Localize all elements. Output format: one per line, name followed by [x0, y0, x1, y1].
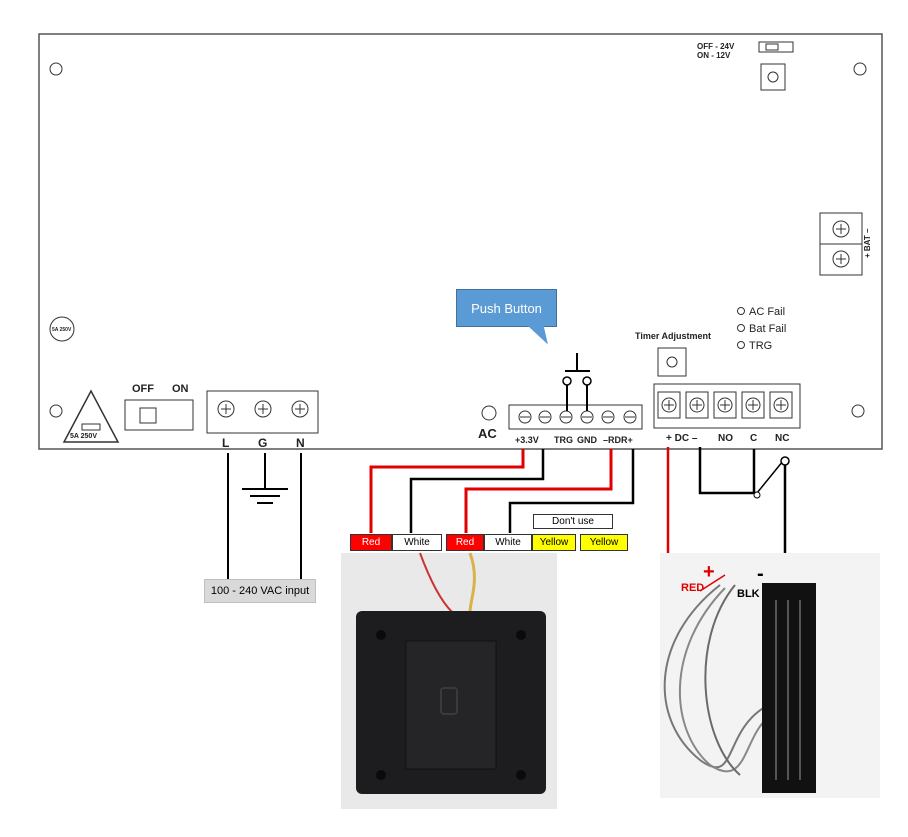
ac-screws [217, 400, 309, 418]
timer-label: Timer Adjustment [635, 331, 711, 341]
screw-icon [832, 220, 850, 238]
card-icon [440, 687, 458, 715]
power-switch-toggle [139, 407, 157, 424]
dont-use-label: Don't use [533, 514, 613, 529]
led-icon [737, 341, 745, 349]
mount-hole [851, 404, 865, 418]
wire-tag: Yellow [580, 534, 628, 551]
push-button-callout: Push Button [456, 289, 557, 327]
switch-off-label: OFF [132, 383, 154, 395]
screw-icon [832, 250, 850, 268]
output-screws [657, 391, 793, 419]
reader-screws [518, 410, 637, 424]
led-icon [737, 307, 745, 315]
push-button-contact [582, 376, 592, 386]
reader-label-33v: +3.3V [515, 435, 539, 445]
lock-red-label: RED [681, 582, 704, 594]
fuse-marking [49, 316, 75, 342]
dip-socket [760, 63, 786, 91]
dip-screw-icon [767, 71, 779, 83]
maglock-image [660, 553, 880, 798]
led-bat-fail: Bat Fail [749, 323, 786, 335]
lock-blk-label: BLK [737, 588, 760, 600]
fuse-small-label: 5A 250V [52, 327, 72, 333]
fuse-triangle-label: 5A 250V [70, 433, 97, 440]
timer-potentiometer [657, 347, 687, 377]
led-icon [737, 324, 745, 332]
ac-label-g: G [258, 436, 267, 450]
reader-label-gnd: GND [577, 435, 598, 445]
ac-hole [481, 405, 497, 421]
control-board [38, 33, 883, 450]
output-label-no: NO [718, 433, 733, 444]
lock-wires [666, 447, 790, 565]
ac-input-label: 100 - 240 VAC input [204, 579, 316, 603]
reader-label-rdr: –RDR+ [603, 435, 633, 445]
lock-minus-label: - [757, 563, 764, 585]
fuse-warning-icon [62, 389, 120, 443]
wire-tag: White [392, 534, 442, 551]
wire-tag: Yellow [532, 534, 576, 551]
timer-screw-icon [666, 356, 678, 368]
dip-switch-knob [765, 43, 779, 51]
reader-wires [369, 449, 635, 533]
mount-hole [49, 404, 63, 418]
ac-wires [227, 453, 302, 579]
output-label-nc: NC [775, 433, 789, 444]
ac-label-n: N [296, 436, 305, 450]
led-ac-fail: AC Fail [749, 306, 785, 318]
dip-text-2: ON - 12V [697, 51, 731, 60]
power-switch [124, 399, 194, 431]
card-reader-image [341, 552, 557, 809]
mount-hole [49, 62, 63, 76]
wire-tag: Red [350, 534, 392, 551]
output-label-c: C [750, 433, 757, 444]
battery-label: + BAT – [863, 228, 872, 258]
ac-label: AC [478, 426, 497, 441]
switch-on-label: ON [172, 383, 189, 395]
wire-tag: White [484, 534, 532, 551]
output-terminal-block [653, 383, 801, 429]
lock-plus-label: + [703, 561, 715, 583]
wire-tag: Red [446, 534, 484, 551]
push-button-contact [562, 376, 572, 386]
led-trg: TRG [749, 340, 772, 352]
ac-label-l: L [222, 436, 229, 450]
output-label-dc: + DC – [666, 433, 698, 444]
dip-text-1: OFF - 24V [697, 42, 735, 51]
reader-label-trg: TRG [554, 435, 573, 445]
reader-terminal-block [508, 404, 643, 430]
mount-hole [853, 62, 867, 76]
